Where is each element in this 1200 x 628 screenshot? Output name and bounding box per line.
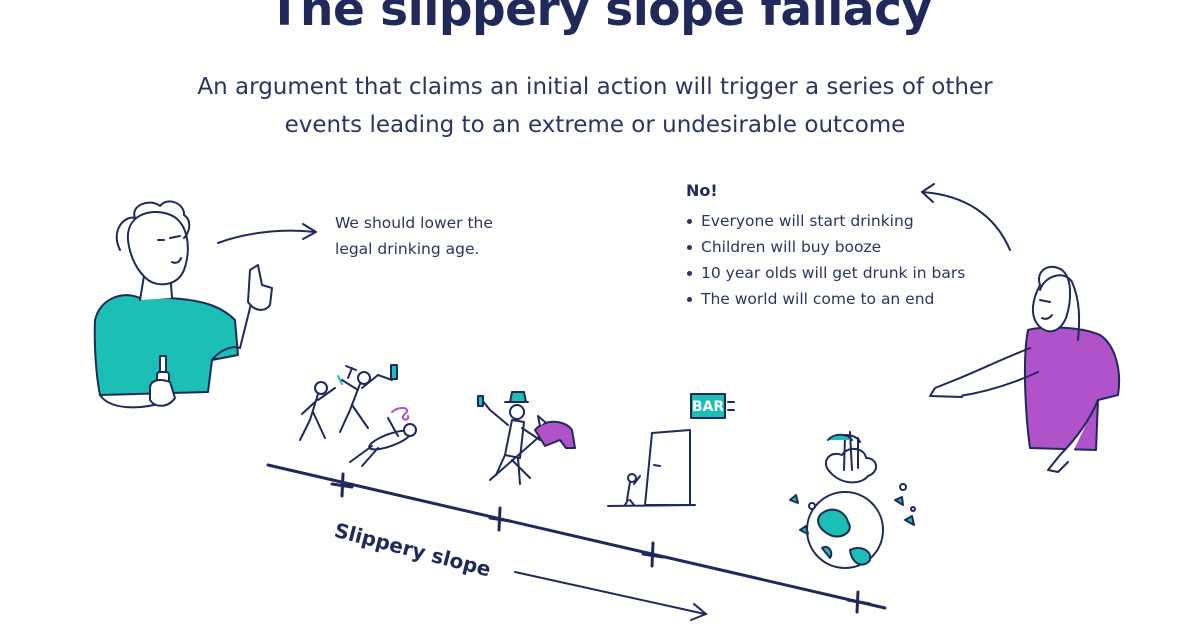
arrow-icon — [921, 183, 1011, 251]
person-with-bottle-icon — [93, 200, 273, 409]
rebuttal-list: Everyone will start drinking Children wi… — [686, 208, 986, 312]
arrow-icon — [217, 223, 317, 244]
slope-line — [266, 463, 887, 614]
page-title: The slippery slope fallacy — [268, 0, 932, 37]
claim-text: We should lower the legal drinking age. — [335, 214, 493, 258]
rebuttal-point: Children will buy booze — [686, 234, 986, 260]
bar-sign-text: BAR — [692, 399, 725, 415]
child-on-hobby-horse-icon — [477, 391, 576, 485]
rebuttal-point: The world will come to an end — [686, 286, 986, 312]
rebuttal-point: 10 year olds will get drunk in bars — [686, 260, 986, 286]
rebuttal-point: Everyone will start drinking — [686, 208, 986, 234]
rebuttal-heading: No! — [686, 181, 718, 200]
rebuttal-block: No! Everyone will start drinking Childre… — [686, 181, 986, 312]
page-subtitle: An argument that claims an initial actio… — [197, 74, 993, 138]
person-pointing-icon — [929, 265, 1121, 473]
arrow-icon — [514, 571, 708, 621]
exploding-globe-icon — [789, 431, 916, 569]
falling-people-icon — [299, 364, 417, 467]
bar-door-icon — [607, 393, 735, 507]
